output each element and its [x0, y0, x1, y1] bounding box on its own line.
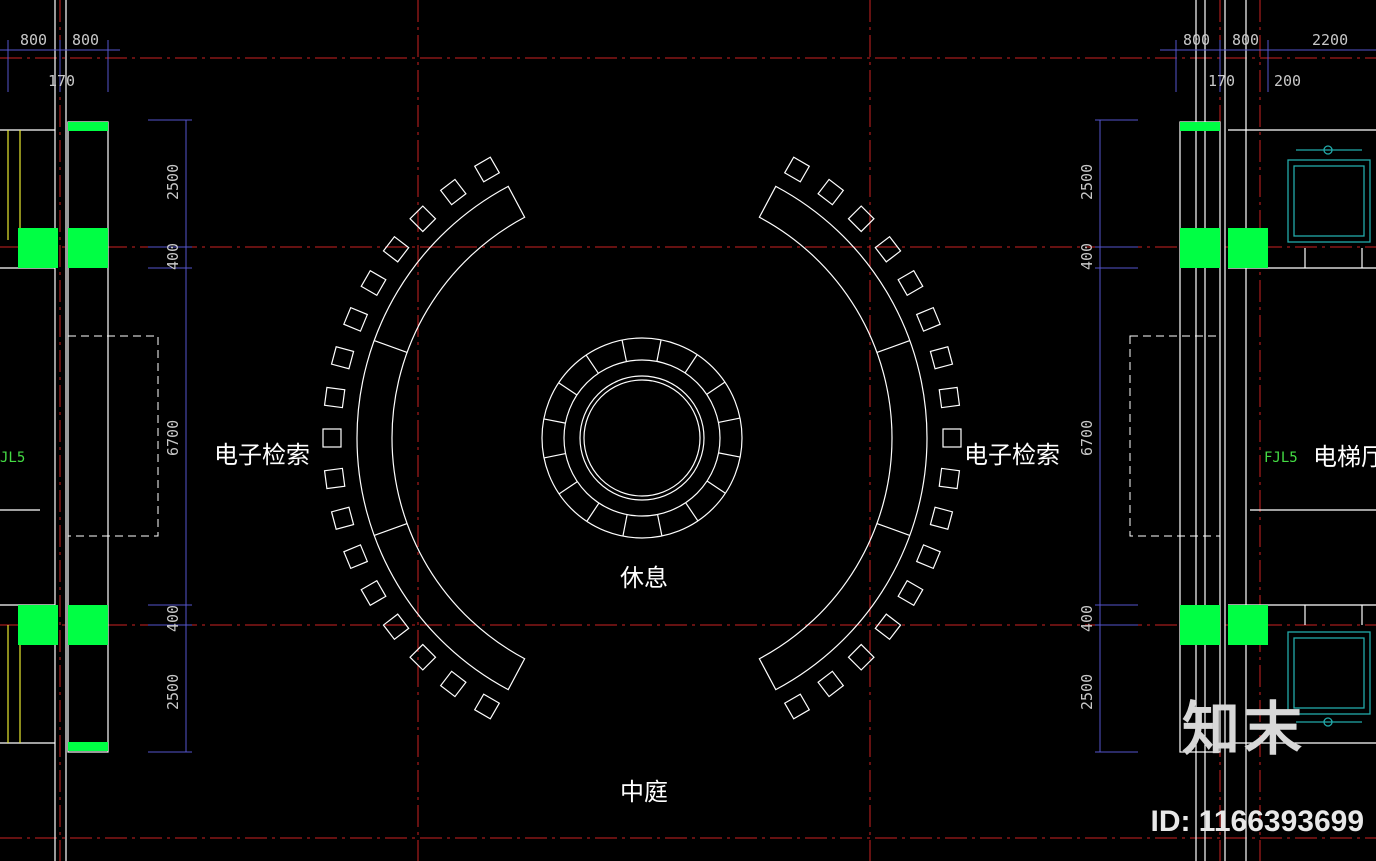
dim-left-v2: 400 [164, 243, 182, 270]
ring-spoke [656, 339, 662, 362]
stool [897, 579, 924, 607]
dim-left-v1: 2500 [164, 164, 182, 200]
bench-divider [876, 522, 911, 537]
stool [929, 346, 954, 370]
seat-arcs [356, 185, 928, 691]
stool [343, 544, 369, 570]
dim-top-right-3: 2200 [1312, 31, 1348, 49]
stool [897, 269, 924, 297]
stool [330, 506, 355, 530]
left-columns [18, 122, 108, 751]
dim-top-left-1: 800 [20, 31, 47, 49]
ring-spoke [543, 452, 566, 459]
ring-spoke [656, 514, 663, 537]
label-atrium: 中庭 [620, 778, 668, 806]
dim-left-v3: 6700 [164, 420, 182, 456]
dimension-text: 800 800 170 800 800 2200 170 200 2500 40… [20, 31, 1348, 710]
dim-top-right-1: 800 [1183, 31, 1210, 49]
central-seating [322, 156, 962, 720]
ring-spoke [706, 480, 726, 494]
ring-spoke [543, 418, 566, 424]
tag-left: JL5 [0, 450, 25, 466]
stool [343, 306, 369, 332]
ring-spoke [558, 382, 578, 396]
ring-spoke [684, 354, 698, 374]
stool [847, 205, 875, 233]
right-columns [1180, 122, 1268, 645]
ring-spoke [586, 502, 600, 522]
watermark-brand: 知末 [1181, 695, 1306, 763]
dim-right-v2: 400 [1078, 243, 1096, 270]
stool [817, 670, 845, 698]
stool [874, 613, 902, 641]
stool [382, 613, 410, 641]
stool [322, 428, 342, 448]
stool [439, 178, 467, 206]
bench-divider [876, 339, 911, 354]
bench-divider [373, 339, 408, 354]
dim-top-right-5: 200 [1274, 72, 1301, 90]
stool [783, 693, 811, 720]
stool [473, 156, 501, 183]
right-dashed-box [1129, 335, 1221, 537]
stool [874, 235, 902, 263]
stool [915, 306, 941, 332]
ring-spoke [622, 514, 628, 537]
stool [382, 235, 410, 263]
stool [439, 670, 467, 698]
ring-spoke [685, 502, 699, 522]
ring-spoke [706, 381, 726, 395]
stool [323, 386, 346, 409]
stool [330, 346, 355, 370]
stool [942, 428, 962, 448]
stool [323, 467, 346, 490]
dim-left-v4: 400 [164, 605, 182, 632]
stool [938, 386, 961, 409]
stool [847, 643, 875, 671]
stool [473, 693, 501, 720]
ring-spoke [558, 481, 578, 495]
stool [929, 506, 954, 530]
right-arc-bench [758, 185, 928, 691]
stool [409, 643, 437, 671]
label-e-retrieval-left: 电子检索 [214, 441, 310, 469]
dim-right-v5: 2500 [1078, 674, 1096, 710]
dim-right-v3: 6700 [1078, 420, 1096, 456]
dim-right-v4: 400 [1078, 605, 1096, 632]
elevator-cars [1287, 145, 1371, 727]
dim-top-right-2: 800 [1232, 31, 1259, 49]
tag-right: FJL5 [1264, 450, 1298, 466]
bench-divider [373, 522, 408, 537]
stool [409, 205, 437, 233]
dim-top-left-2: 800 [72, 31, 99, 49]
stool [360, 269, 387, 297]
stools [322, 156, 962, 720]
stool [817, 178, 845, 206]
dim-top-right-4: 170 [1208, 72, 1235, 90]
ring-spoke [621, 339, 628, 362]
dim-right-v1: 2500 [1078, 164, 1096, 200]
center-ring [541, 337, 743, 539]
watermark-id: ID: 1166393699 [1150, 805, 1364, 838]
left-arc-bench [356, 185, 526, 691]
dimension-lines [0, 40, 1376, 753]
dim-left-v5: 2500 [164, 674, 182, 710]
stool [938, 467, 961, 490]
label-rest: 休息 [620, 564, 668, 592]
room-labels: 电子检索 电子检索 休息 中庭 电梯厅 JL5 FJL5 [0, 441, 1376, 806]
stool [360, 579, 387, 607]
label-e-retrieval-right: 电子检索 [964, 441, 1060, 469]
left-dashed-box [67, 335, 159, 537]
ring-spoke [718, 452, 741, 458]
label-elevator-hall: 电梯厅 [1313, 443, 1376, 471]
ring-spoke [718, 417, 741, 424]
dim-top-left-3: 170 [48, 72, 75, 90]
stool [783, 156, 811, 183]
ring-spoke [585, 354, 599, 374]
stool [915, 544, 941, 570]
